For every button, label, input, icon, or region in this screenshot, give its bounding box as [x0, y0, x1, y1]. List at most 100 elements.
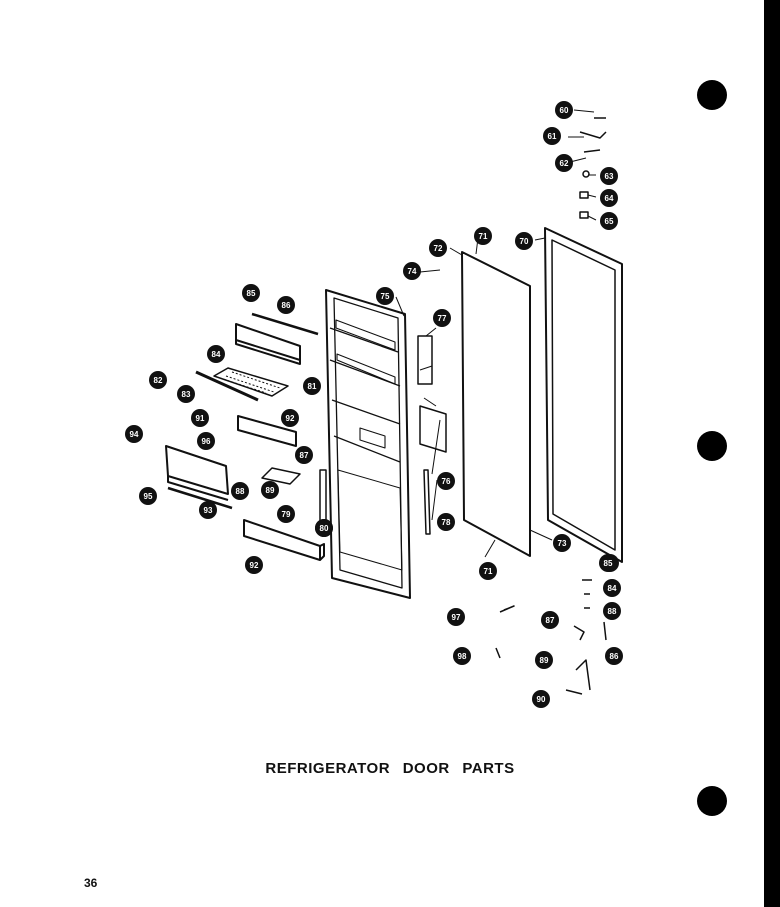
binder-hole-middle: [697, 431, 727, 461]
outer-door-panel: [461, 251, 531, 557]
callout-circle: [599, 554, 617, 572]
callout-circle: [125, 425, 143, 443]
callout-circle: [437, 513, 455, 531]
callout-label: 65: [605, 217, 614, 226]
callout-label: 98: [458, 652, 467, 661]
callout-circle: [277, 505, 295, 523]
callout-circle: [453, 647, 471, 665]
callout-label: 90: [537, 695, 546, 704]
leader-lines: [395, 109, 597, 558]
callout-circle: [403, 262, 421, 280]
callout-circle: [535, 651, 553, 669]
callout-85: 85: [242, 284, 260, 302]
callout-label: 89: [540, 656, 549, 665]
callout-label: 74: [408, 267, 417, 276]
callout-73: 73: [553, 534, 571, 552]
callout-circle: [207, 345, 225, 363]
callout-77: 77: [433, 309, 451, 327]
shelf-rail: [195, 370, 259, 402]
callout-label: 80: [320, 524, 329, 533]
callout-label: 84: [608, 584, 617, 593]
callout-circle: [231, 482, 249, 500]
callout-label: 86: [610, 652, 619, 661]
callout-circle: [555, 101, 573, 119]
callout-circle: [199, 501, 217, 519]
callout-circle: [479, 562, 497, 580]
callout-76: 76: [437, 472, 455, 490]
callout-74: 74: [403, 262, 421, 280]
callout-label: 73: [558, 539, 567, 548]
callout-81: 81: [303, 377, 321, 395]
callout-64: 64: [600, 189, 618, 207]
callout-circle: [553, 534, 571, 552]
callout-label: 75: [381, 292, 390, 301]
callout-label: 92: [250, 561, 259, 570]
callout-label: 83: [182, 390, 191, 399]
callout-75: 75: [376, 287, 394, 305]
callout-62: 62: [555, 154, 573, 172]
callout-86: 86: [605, 647, 623, 665]
door-panel-insert: [319, 335, 447, 535]
callout-label: 85: [604, 559, 613, 568]
small-tray: [261, 467, 301, 485]
callout-circle: [474, 227, 492, 245]
page-number: 36: [84, 876, 98, 890]
callout-86: 86: [277, 296, 295, 314]
callout-label: 85: [247, 289, 256, 298]
callout-circle: [429, 239, 447, 257]
callout-63: 63: [600, 167, 618, 185]
callout-88: 88: [231, 482, 249, 500]
callout-92: 92: [281, 409, 299, 427]
callout-label: 76: [442, 477, 451, 486]
callout-circle: [603, 602, 621, 620]
callout-label: 93: [204, 506, 213, 515]
door-gasket: [544, 227, 623, 563]
callout-71: 71: [474, 227, 492, 245]
hinge-parts: [495, 117, 607, 695]
callout-92: 92: [245, 556, 263, 574]
callout-circle: [555, 154, 573, 172]
page-edge-bar: [764, 0, 780, 907]
callout-label: 92: [286, 414, 295, 423]
callout-85: 85: [599, 554, 617, 572]
callout-circle: [177, 385, 195, 403]
callout-circle: [315, 519, 333, 537]
callout-circle: [605, 647, 623, 665]
callout-label: 61: [548, 132, 557, 141]
callout-label: 97: [452, 613, 461, 622]
callout-label: 87: [546, 616, 555, 625]
callout-circle: [447, 608, 465, 626]
callout-label: 63: [605, 172, 614, 181]
callout-circle: [600, 212, 618, 230]
callout-78: 78: [437, 513, 455, 531]
callout-72: 72: [429, 239, 447, 257]
callout-label: 86: [282, 301, 291, 310]
callout-71: 71: [479, 562, 497, 580]
callout-60: 60: [555, 101, 573, 119]
callout-83: 83: [177, 385, 195, 403]
callout-label: 78: [442, 518, 451, 527]
callout-circle: [191, 409, 209, 427]
callout-84: 84: [207, 345, 225, 363]
callout-circle: [515, 232, 533, 250]
callout-circle: [242, 284, 260, 302]
callout-label: 71: [479, 232, 488, 241]
callout-label: 88: [236, 487, 245, 496]
callout-circle: [532, 690, 550, 708]
callout-97: 97: [447, 608, 465, 626]
callout-90: 90: [532, 690, 550, 708]
callout-label: 72: [434, 244, 443, 253]
callout-87: 87: [541, 611, 559, 629]
callout-label: 94: [130, 430, 139, 439]
callout-circle: [139, 487, 157, 505]
callout-label: 88: [608, 607, 617, 616]
callout-group: 6061626364657071727374757677787980818283…: [125, 101, 623, 708]
callout-89: 89: [261, 481, 279, 499]
callout-circle: [245, 556, 263, 574]
callout-label: 62: [560, 159, 569, 168]
callout-circle: [281, 409, 299, 427]
callout-61: 61: [543, 127, 561, 145]
callout-93: 93: [199, 501, 217, 519]
callout-89: 89: [535, 651, 553, 669]
callout-circle: [277, 296, 295, 314]
